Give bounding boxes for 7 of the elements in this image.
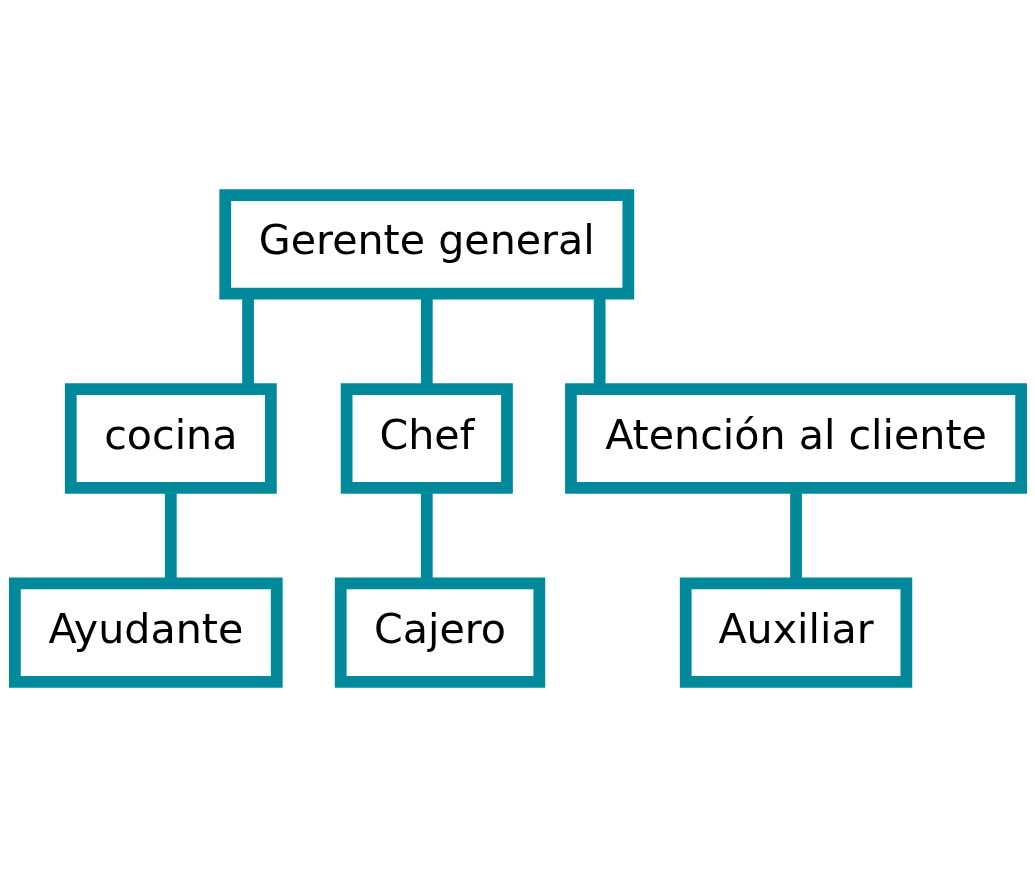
node-box: Atención al cliente [564, 383, 1027, 494]
node-box: Gerente general [218, 189, 634, 300]
node-box: cocina [64, 383, 277, 494]
node-box: Chef [340, 383, 513, 494]
node-box: Auxiliar [679, 577, 912, 688]
node-box: Ayudante [8, 577, 283, 688]
node-box: Cajero [334, 577, 545, 688]
